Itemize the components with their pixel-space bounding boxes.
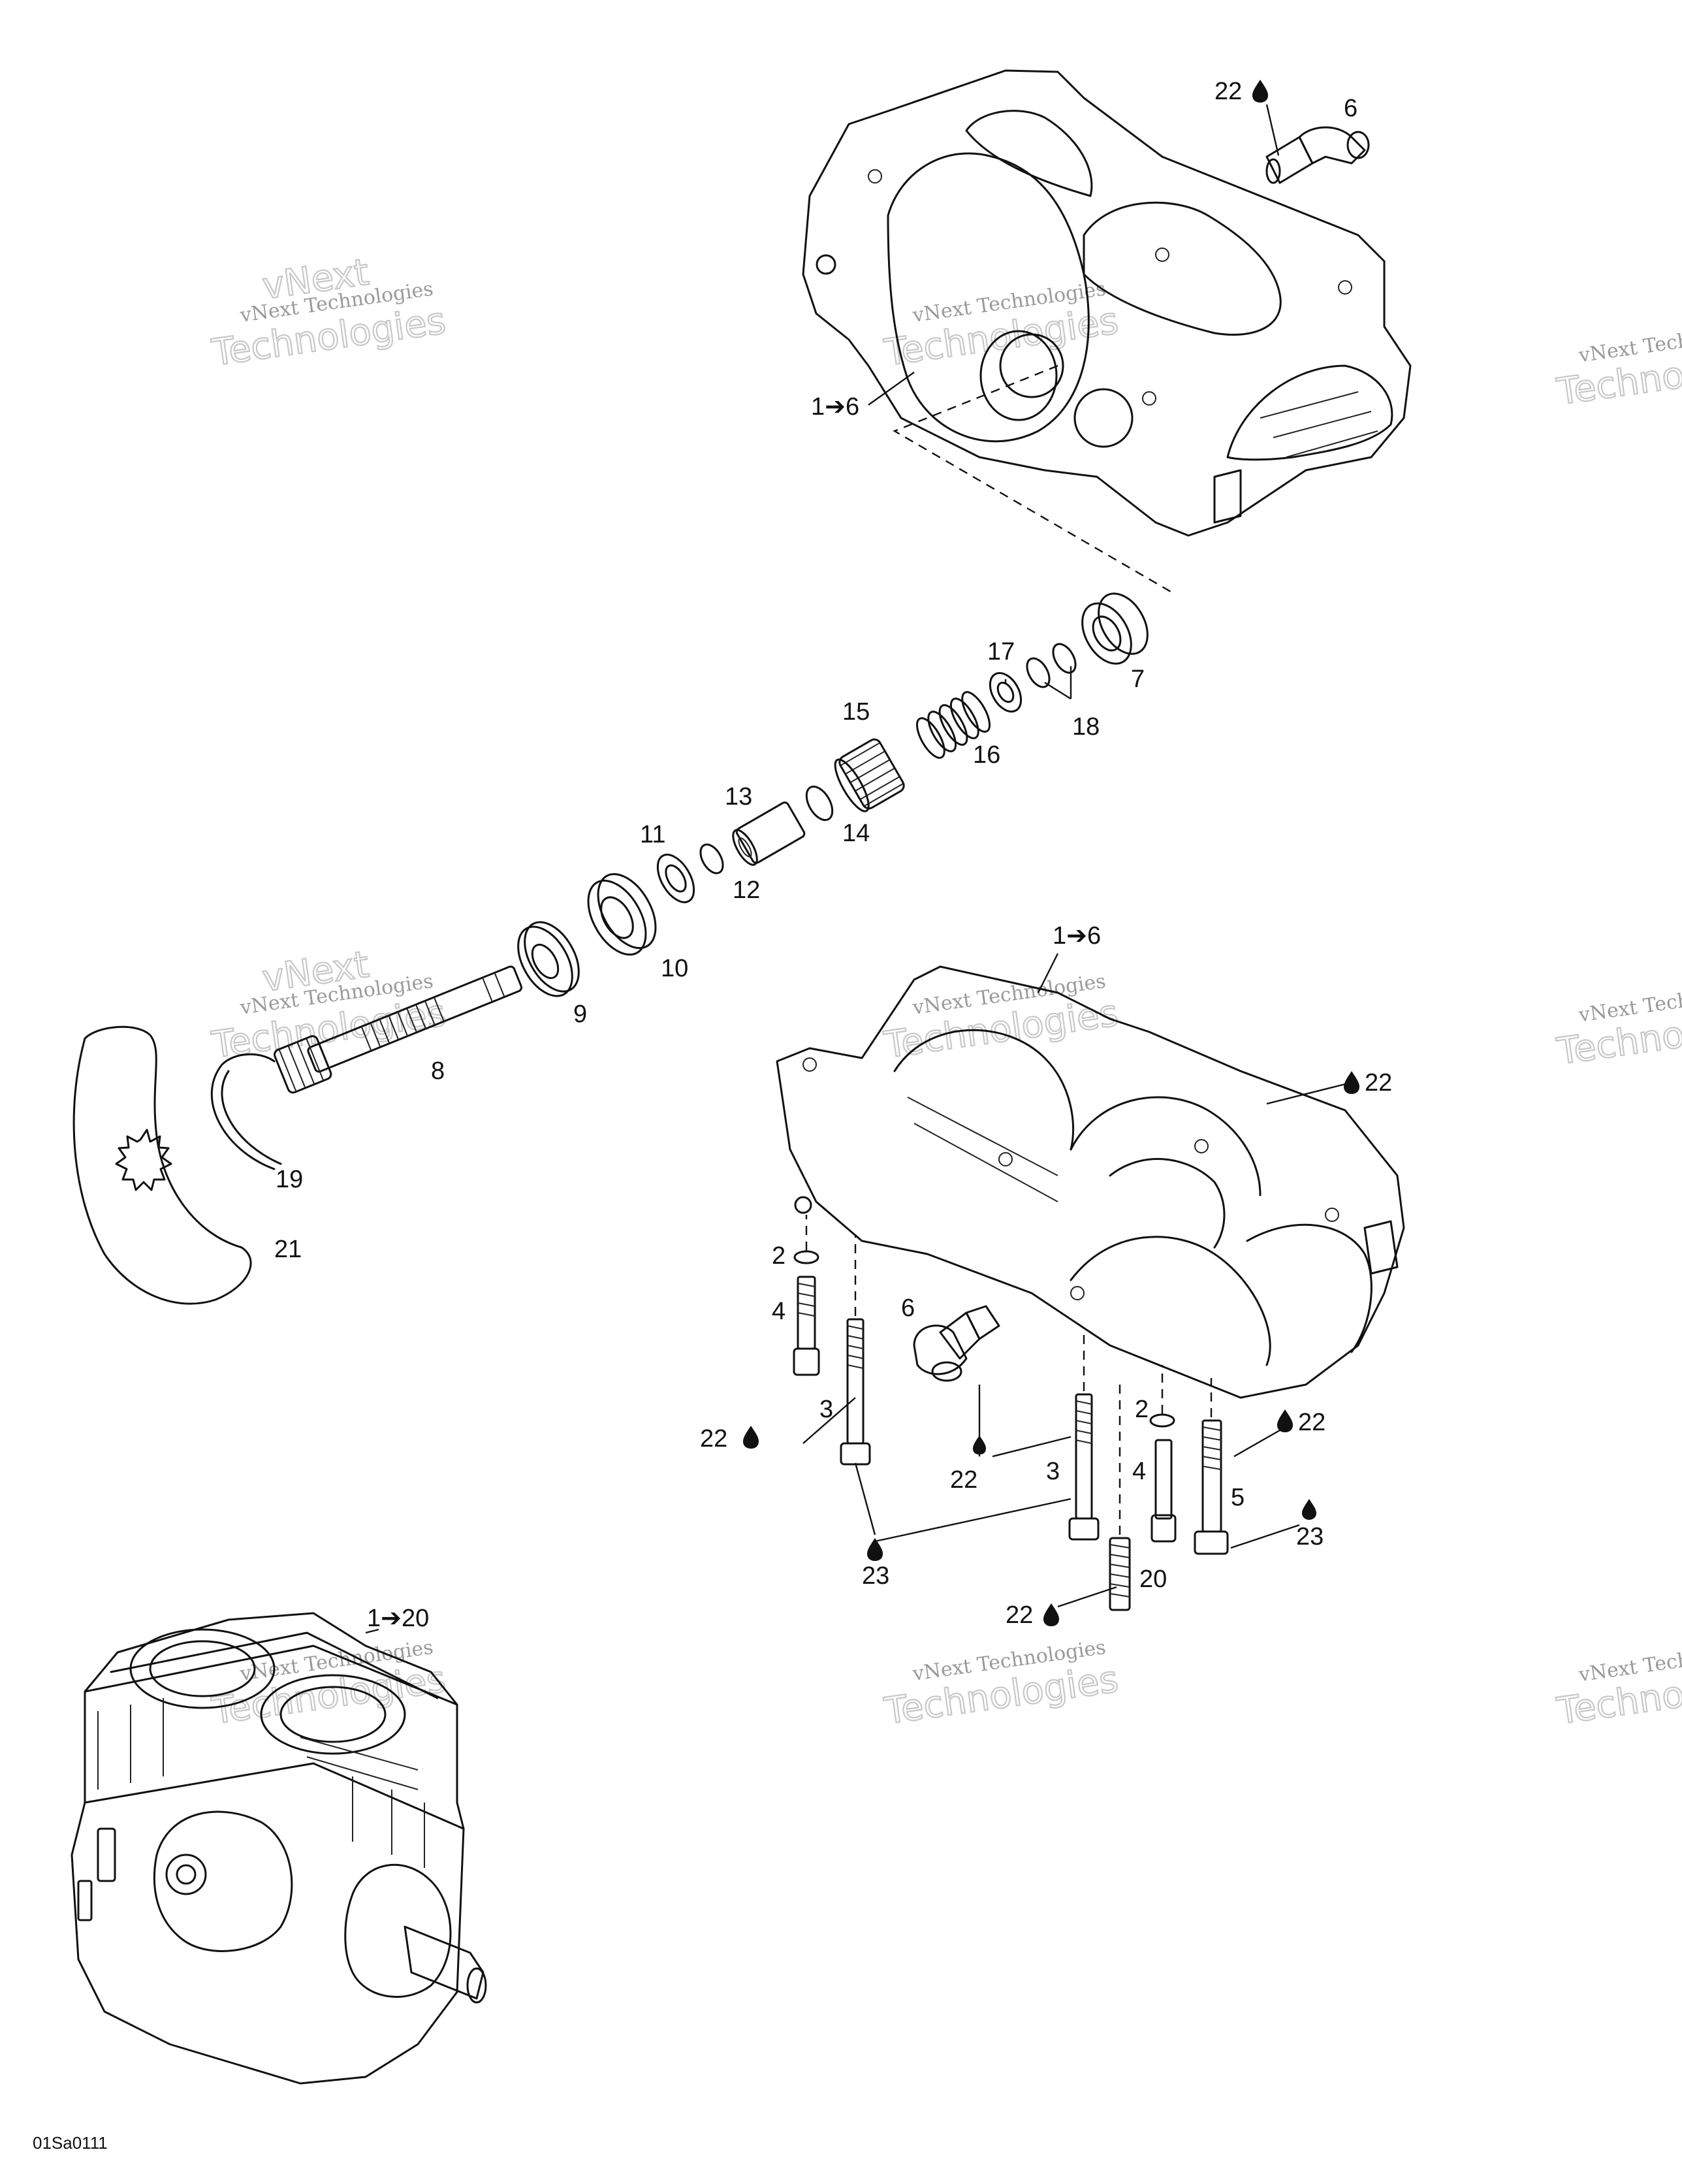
callout-22: 22 <box>1365 1069 1392 1097</box>
callout-3: 3 <box>1046 1458 1060 1485</box>
drop-icon <box>973 1436 986 1454</box>
callout-9: 9 <box>573 1001 587 1028</box>
engine-assembly-drawing <box>71 1612 487 2085</box>
callout-19: 19 <box>276 1166 303 1193</box>
callout-21: 21 <box>274 1236 302 1263</box>
callout-22: 22 <box>1298 1409 1325 1436</box>
drop-icon <box>1302 1499 1316 1520</box>
shaft-assembly <box>72 592 1149 1305</box>
callout-23: 23 <box>862 1562 889 1590</box>
fasteners <box>793 1250 1229 1611</box>
upper-crankcase-drawing <box>802 69 1412 537</box>
callout-13: 13 <box>725 783 752 811</box>
callout-labels: 22 6 1➔6 17 7 18 15 16 13 14 11 12 10 9 … <box>33 78 1392 2153</box>
callout-8: 8 <box>431 1057 445 1085</box>
callout-17: 17 <box>987 638 1015 666</box>
assembly-dashed-lines-lower <box>805 1215 1213 1535</box>
drop-icon <box>1277 1409 1293 1432</box>
callout-20: 20 <box>1139 1566 1167 1593</box>
callout-22: 22 <box>1006 1601 1033 1629</box>
drop-icon <box>867 1538 883 1561</box>
callout-4: 4 <box>772 1298 785 1325</box>
drop-icon <box>1344 1071 1359 1094</box>
callout-7: 7 <box>1131 666 1145 693</box>
callout-16: 16 <box>973 741 1000 769</box>
callout-4: 4 <box>1132 1458 1146 1485</box>
figure-code: 01Sa0111 <box>33 2133 108 2153</box>
callout-3: 3 <box>819 1396 833 1423</box>
assembly-dashed-line-top <box>893 364 1176 596</box>
elbow-fitting-top <box>1265 126 1370 184</box>
callout-12: 12 <box>733 876 760 904</box>
callout-14: 14 <box>842 820 870 847</box>
callout-2: 2 <box>772 1242 785 1270</box>
loctite-drop-symbols <box>743 80 1359 1626</box>
callout-11: 11 <box>640 821 665 848</box>
callout-15: 15 <box>842 698 870 726</box>
callout-1-6: 1➔6 <box>1053 922 1101 950</box>
leader-lines <box>365 104 1346 1634</box>
drop-icon <box>1043 1603 1059 1626</box>
callout-6: 6 <box>1344 95 1357 122</box>
callout-5: 5 <box>1231 1484 1245 1511</box>
drop-icon <box>743 1426 759 1449</box>
lower-crankcase-drawing <box>776 965 1405 1399</box>
callout-2: 2 <box>1135 1396 1149 1423</box>
callout-6: 6 <box>901 1294 915 1322</box>
callout-22: 22 <box>950 1466 977 1494</box>
callout-23: 23 <box>1296 1523 1324 1550</box>
callout-22: 22 <box>1214 78 1242 105</box>
callout-1-20: 1➔20 <box>367 1605 429 1632</box>
watermarks: Technologies vNext Technologies vNext Te… <box>208 250 1682 1733</box>
callout-22: 22 <box>700 1425 727 1453</box>
callout-1-6: 1➔6 <box>811 393 859 421</box>
elbow-fitting-middle <box>913 1305 1000 1382</box>
callout-18: 18 <box>1072 713 1100 741</box>
drop-icon <box>1252 80 1268 103</box>
callout-10: 10 <box>661 955 688 982</box>
